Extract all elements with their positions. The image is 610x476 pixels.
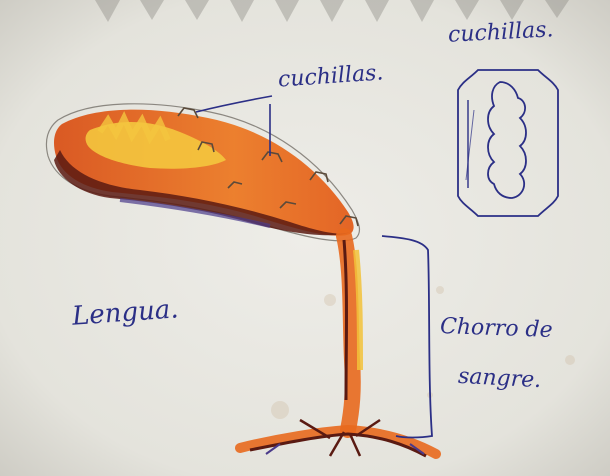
label-lengua: Lengua. [71,296,179,329]
label-chorro-de: Chorro de [440,316,553,342]
label-sangre: sangre. [457,366,541,392]
label-cuchillas-top: cuchillas. [447,19,554,46]
